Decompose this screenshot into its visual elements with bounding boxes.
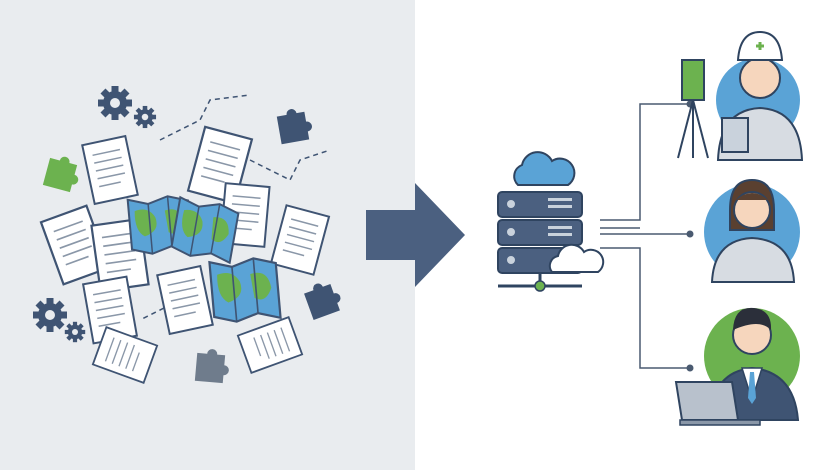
map-icon: [208, 255, 282, 325]
gear-icon: [33, 298, 67, 332]
office-worker-avatar: [674, 307, 800, 426]
server-icon: [497, 151, 605, 292]
dashed-connector: [139, 94, 331, 321]
engineer-avatar: [704, 178, 800, 283]
cloud-icon: [513, 151, 576, 186]
total-station-icon: [677, 59, 709, 159]
gear-icon: [98, 86, 132, 120]
network-connectors: [600, 103, 690, 369]
scattered-data-cluster: [33, 86, 345, 384]
cloud-icon: [548, 243, 605, 273]
surveyor-avatar: [677, 30, 804, 161]
gear-icon: [64, 321, 86, 343]
gear-icon: [133, 105, 157, 129]
arrow-right-icon: [366, 183, 465, 287]
laptop-icon: [674, 381, 761, 426]
